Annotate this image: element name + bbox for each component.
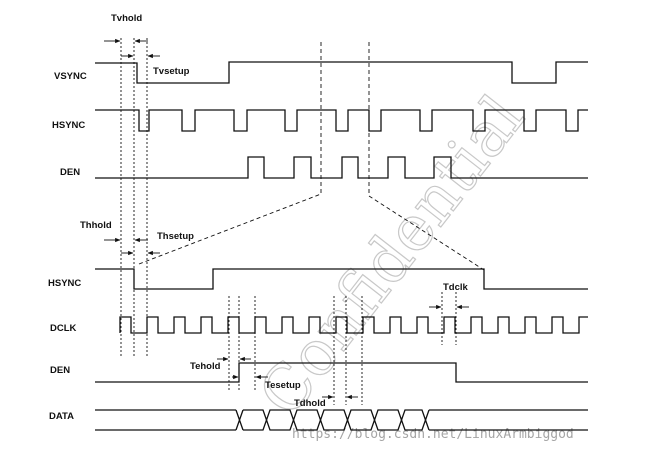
label-tvhold: Tvhold [111, 13, 142, 24]
timing-labels: Tvhold Tvsetup Thhold Thsetup Tdclk Teho… [80, 13, 469, 409]
label-thsetup: Thsetup [157, 231, 194, 242]
label-vsync: VSYNC [54, 71, 87, 82]
waveform-den-bottom [95, 362, 588, 383]
label-tdhold: Tdhold [294, 398, 326, 409]
label-tdclk: Tdclk [443, 282, 469, 293]
label-den-bottom: DEN [50, 365, 70, 376]
watermark-url: https://blog.csdn.net/LinuxArmbiggod [292, 427, 574, 442]
label-hsync-top: HSYNC [52, 120, 85, 131]
confidential-watermark: Confidential [244, 81, 539, 430]
waveform-vsync [95, 61, 588, 84]
waveform-dclk [119, 316, 588, 334]
label-hsync-bottom: HSYNC [48, 278, 81, 289]
waveform-den-top [95, 156, 588, 179]
reference-lines [120, 38, 457, 405]
label-den-top: DEN [60, 167, 80, 178]
label-thhold: Thhold [80, 220, 112, 231]
label-tvsetup: Tvsetup [153, 66, 190, 77]
waveform-hsync-bottom [95, 268, 588, 290]
label-tesetup: Tesetup [265, 380, 301, 391]
zoom-connectors [138, 42, 485, 271]
waveform-data-bus [95, 409, 588, 431]
label-tehold: Tehold [190, 361, 221, 372]
signal-labels: VSYNC HSYNC DEN HSYNC DCLK DEN DATA [48, 71, 87, 422]
label-dclk: DCLK [50, 323, 77, 334]
waveform-hsync-top [95, 109, 588, 132]
label-data: DATA [49, 411, 74, 422]
watermark-stamp-text: Confidential [244, 82, 538, 429]
timing-arrows [104, 38, 469, 400]
